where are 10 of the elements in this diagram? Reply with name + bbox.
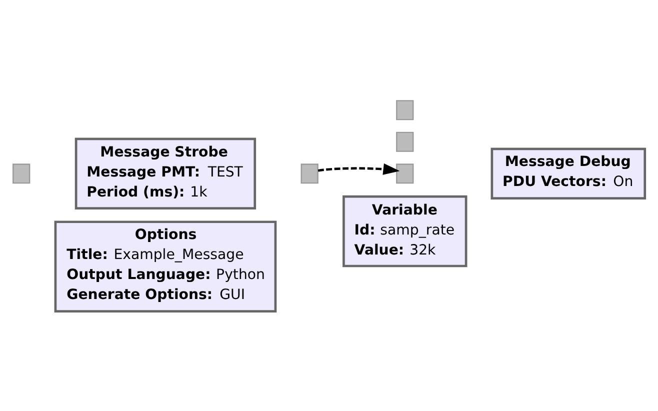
arrow [318, 162, 400, 174]
node-box [12, 163, 30, 184]
node-box: Variable Id: samp_rate Value: 32k [342, 194, 468, 267]
node-box: Message Strobe Message PMT: TEST Period (ms): 1k [74, 137, 256, 210]
node-box [396, 163, 414, 184]
node-box [300, 163, 318, 184]
node-box [396, 100, 414, 120]
node-box: Message Debug PDU Vectors: On [490, 147, 646, 200]
node-box [396, 131, 414, 152]
node-box: Options Title: Example_Message Output Language: Python Generate Options: GUI [54, 220, 277, 312]
